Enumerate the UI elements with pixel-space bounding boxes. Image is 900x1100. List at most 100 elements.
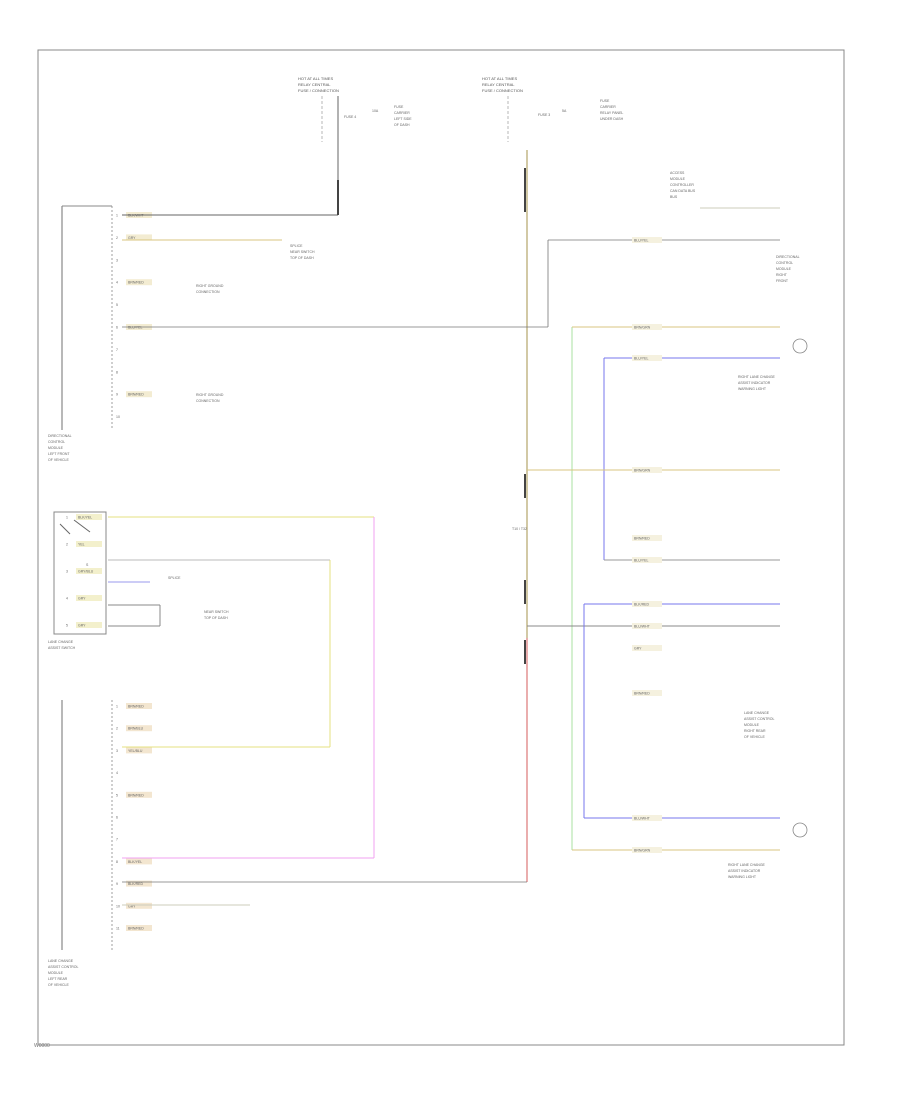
ground-note-3: RIGHT GROUND: [196, 393, 224, 397]
module-top-cap3: MODULE: [48, 446, 64, 450]
sw-wire-tag-4: [76, 622, 102, 628]
rt-wire-tag-0: [632, 237, 662, 243]
supply-left-d2: 10A: [372, 109, 379, 113]
supply-left-d3: FUSE: [394, 105, 404, 109]
mt-wire-label-8: BRN/RED: [128, 393, 144, 397]
rt-wire-tag-8: [632, 645, 662, 651]
mt-wire-tag-8: [126, 391, 152, 398]
sw-wire-tag-1: [76, 541, 102, 547]
rt-wire-tag-10: [632, 815, 662, 821]
supply-left-line3: FUSE / CONNECTION: [298, 88, 339, 93]
mt-pin-0: 1: [116, 214, 118, 218]
rt-wire-tag-1: [632, 324, 662, 330]
rt-wire-label-6: BLK/RED: [634, 603, 649, 607]
splice-top-2: NEAR SWITCH: [290, 250, 315, 254]
rt-wire-label-0: BLU/YEL: [634, 239, 648, 243]
mb-wire-label-7: BLK/YEL: [128, 860, 142, 864]
supply-left-line1: HOT AT ALL TIMES: [298, 76, 333, 81]
rmod-note5: OF VEHICLE: [744, 735, 765, 739]
sw-wire-label-2: GRY/BLU: [78, 570, 94, 574]
rm-note5: FRONT: [776, 279, 789, 283]
lamp1-note3: WARNING LIGHT: [738, 387, 767, 391]
mid-tag: T10 / T32: [512, 527, 527, 531]
rt-wire-label-2: BLU/YEL: [634, 357, 648, 361]
module-top-rows: 1BLK/WHT2GRY34BRN/RED56BLU/YEL789BRN/RED…: [116, 212, 152, 419]
supply-right-d6: UNDER DASH: [600, 117, 624, 121]
mt-pin-8: 9: [116, 393, 118, 397]
module-bottom-cap3: MODULE: [48, 971, 64, 975]
module-bottom-cap4: LEFT REAR: [48, 977, 68, 981]
rt-note2: MODULE: [670, 177, 686, 181]
switch-note2: NEAR SWITCH: [204, 610, 229, 614]
rt-wire-label-9: BRN/RED: [634, 692, 650, 696]
module-top-cap1: DIRECTIONAL: [48, 434, 72, 438]
mt-pin-6: 7: [116, 348, 118, 352]
rm-note4: RIGHT: [776, 273, 788, 277]
mt-wire-label-3: BRN/RED: [128, 281, 144, 285]
rt-note1: ACCESS: [670, 171, 685, 175]
switch-block: S: [53, 511, 107, 635]
mb-wire-label-10: BRN/RED: [128, 927, 144, 931]
diagram-border: [37, 49, 845, 1046]
supply-left-d4: CARRIER: [394, 111, 410, 115]
ground-note-4: CONNECTION: [196, 399, 220, 403]
module-top: [61, 205, 113, 430]
supply-right-d4: CARRIER: [600, 105, 616, 109]
mb-pin-9: 10: [116, 904, 120, 908]
lamp2-note1: RIGHT LANE CHANGE: [728, 863, 766, 867]
right-notes: ACCESS MODULE CONTROLLER CAN DATA BUS BU…: [670, 171, 800, 879]
rt-wire-tag-7: [632, 623, 662, 629]
mb-pin-5: 6: [116, 816, 118, 820]
rt-wire-tag-11: [632, 847, 662, 853]
mb-wire-tag-8: [126, 880, 152, 887]
rmod-note3: MODULE: [744, 723, 760, 727]
sw-pin-1: 2: [66, 543, 68, 547]
mb-wire-label-4: BRN/RED: [128, 793, 144, 797]
rt-wire-tag-4: [632, 535, 662, 541]
rm-note3: MODULE: [776, 267, 792, 271]
mt-pin-7: 8: [116, 370, 118, 374]
rm-note2: CONTROL: [776, 261, 793, 265]
module-top-cap5: OF VEHICLE: [48, 458, 69, 462]
rt-note5: BUS: [670, 195, 678, 199]
mt-pin-1: 2: [116, 236, 118, 240]
mb-wire-label-9: GRY: [128, 904, 136, 908]
switch-cap2: ASSIST SWITCH: [48, 646, 76, 650]
rt-wire-tag-6: [632, 601, 662, 607]
mb-wire-label-2: YEL/BLU: [128, 749, 143, 753]
rt-wire-label-11: BRN/GRN: [634, 849, 651, 853]
module-bottom-cap2: ASSIST CONTROL: [48, 965, 79, 969]
rt-wire-tag-3: [632, 467, 662, 473]
supply-left-d1: FUSE 4: [344, 115, 356, 119]
rt-note4: CAN DATA BUS: [670, 189, 696, 193]
supply-right-d5: RELAY PANEL: [600, 111, 623, 115]
rmod-note4: RIGHT REAR: [744, 729, 766, 733]
supply-right-d3: FUSE: [600, 99, 610, 103]
mb-wire-tag-4: [126, 791, 152, 798]
lamp1-note2: ASSIST INDICATOR: [738, 381, 771, 385]
mt-pin-5: 6: [116, 326, 118, 330]
lamp2-note2: ASSIST INDICATOR: [728, 869, 761, 873]
rmod-note1: LANE CHANGE: [744, 711, 770, 715]
sw-pin-4: 5: [66, 624, 68, 628]
mb-pin-0: 1: [116, 705, 118, 709]
mb-pin-1: 2: [116, 727, 118, 731]
splice-note-top: SPLICE NEAR SWITCH TOP OF DASH: [290, 244, 315, 260]
rt-wire-tag-5: [632, 557, 662, 563]
rt-wire-label-8: GRY: [634, 647, 642, 651]
mt-wire-tag-3: [126, 279, 152, 286]
mt-pin-2: 3: [116, 258, 118, 262]
mt-pin-9: 10: [116, 415, 120, 419]
footer-code: W0000: [34, 1043, 50, 1049]
module-bottom-caption: LANE CHANGE ASSIST CONTROL MODULE LEFT R…: [48, 959, 79, 987]
sw-wire-label-0: BLK/YEL: [78, 516, 92, 520]
lamp1-note1: RIGHT LANE CHANGE: [738, 375, 776, 379]
supply-header-right: HOT AT ALL TIMES RELAY CENTRAL FUSE / CO…: [482, 76, 624, 142]
sw-wire-label-1: YEL: [78, 543, 85, 547]
mb-wire-tag-1: [126, 725, 152, 732]
supply-left-d5: LEFT SIDE: [394, 117, 412, 121]
supply-right-line3: FUSE / CONNECTION: [482, 88, 523, 93]
module-top-cap4: LEFT FRONT: [48, 452, 70, 456]
